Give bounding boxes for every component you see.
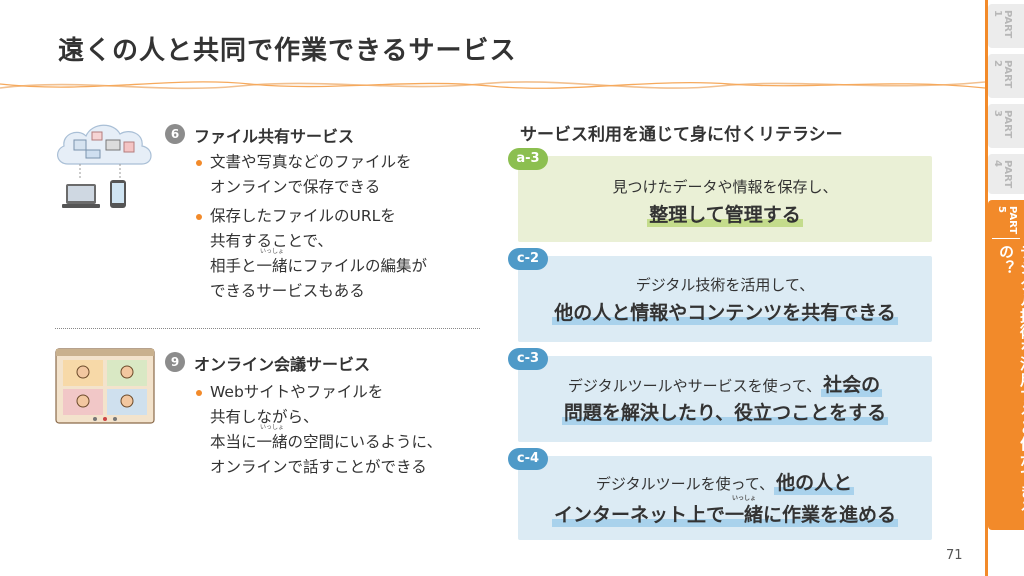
service-number-badge: 6 xyxy=(165,124,185,144)
ruby-text: いっしょ xyxy=(731,495,756,502)
bullet-line: オンラインで保存できる xyxy=(210,178,381,196)
bullet-item: 保存したファイルのURLを 共有することで、 相手と一緒 いっしょにファイルの編集… xyxy=(194,204,427,304)
part-tab-label: PART 2 xyxy=(992,60,1013,89)
highlight-text: インターネット上で一緒 いっしょに作業を進める xyxy=(551,496,899,527)
ruby-text: いっしょ xyxy=(260,424,285,431)
bullet-line: にファイルの編集が xyxy=(287,257,428,275)
card-emphasis-line: 他の人と情報やコンテンツを共有できる xyxy=(518,298,932,325)
bullet-line: Webサイトやファイルを xyxy=(210,383,384,401)
literacy-card: a-3 見つけたデータや情報を保存し、 整理して管理する xyxy=(508,148,932,242)
highlight-text: 問題を解決したり、役立つことをする xyxy=(561,402,889,425)
ruby-text: いっしょ xyxy=(260,248,285,255)
part-tab-5-active[interactable]: PART 5 デジタル技術を活用すると何ができるの？ xyxy=(988,200,1024,530)
bullet-line: できるサービスもある xyxy=(210,282,365,300)
literacy-card: c-2 デジタル技術を活用して、 他の人と情報やコンテンツを共有できる xyxy=(508,248,932,342)
card-emphasis-line: 問題を解決したり、役立つことをする xyxy=(518,398,932,425)
card-line: デジタルツールを使って、他の人と xyxy=(518,468,932,495)
ruby-word: 一緒いっしょ xyxy=(724,496,763,527)
bullet-line: オンラインで話すことができる xyxy=(210,458,427,476)
part-subtitle: デジタル技術を活用すると何ができるの？ xyxy=(997,244,1024,516)
video-meeting-illustration xyxy=(55,348,155,424)
highlight-segment: インターネット上で xyxy=(553,504,725,526)
literacy-tag: a-3 xyxy=(508,148,548,170)
service-title: ファイル共有サービス xyxy=(194,127,355,146)
bullet-item: 文書や写真などのファイルを オンラインで保存できる xyxy=(194,150,427,200)
highlight-text: 整理して管理する xyxy=(647,204,803,227)
part-tab-1[interactable]: PART 1 xyxy=(988,4,1024,48)
literacy-tag: c-2 xyxy=(508,248,548,270)
service-title: オンライン会議サービス xyxy=(194,355,371,374)
highlight-text: 他の人と xyxy=(774,472,855,495)
ruby-word: 一緒いっしょ xyxy=(256,249,288,276)
page-title: 遠くの人と共同で作業できるサービス xyxy=(58,36,517,66)
part-tab-label: PART 1 xyxy=(992,10,1013,39)
bullet-line: 共有することで、 xyxy=(210,232,333,250)
bullet-line: 保存したファイルのURLを xyxy=(210,207,396,225)
service-bullet-list: 文書や写真などのファイルを オンラインで保存できる 保存したファイルのURLを … xyxy=(194,150,427,308)
literacy-tag: c-4 xyxy=(508,448,548,470)
service-bullet-list: Webサイトやファイルを 共有しながら、 本当に一緒 いっしょの空間にいるように、… xyxy=(194,380,442,484)
section-divider xyxy=(55,328,480,329)
card-line: 見つけたデータや情報を保存し、 xyxy=(612,178,838,196)
decorative-wave xyxy=(0,81,985,90)
page-number: 71 xyxy=(946,548,963,563)
ruby-base: 一緒 xyxy=(724,504,763,526)
cloud-sharing-illustration xyxy=(57,124,152,208)
literacy-card: c-4 デジタルツールを使って、他の人と インターネット上で一緒 いっしょに作業を… xyxy=(508,448,932,540)
card-line: デジタル技術を活用して、 xyxy=(635,276,815,294)
literacy-card: c-3 デジタルツールやサービスを使って、社会の 問題を解決したり、役立つことを… xyxy=(508,348,932,442)
ruby-base: 一緒 xyxy=(256,257,288,275)
bullet-line: 相手と xyxy=(210,257,257,275)
part-tab-3[interactable]: PART 3 xyxy=(988,104,1024,148)
part-tab-label: PART 5 xyxy=(996,206,1018,235)
card-line-plain: デジタルツールを使って、 xyxy=(595,475,775,493)
literacy-heading: サービス利用を通じて身に付くリテラシー xyxy=(520,125,843,145)
part-tab-label: PART 4 xyxy=(992,160,1013,189)
literacy-tag: c-3 xyxy=(508,348,548,370)
bullet-item: Webサイトやファイルを 共有しながら、 本当に一緒 いっしょの空間にいるように、… xyxy=(194,380,442,480)
sidebar-accent-line xyxy=(985,0,988,576)
service-number-badge: 9 xyxy=(165,352,185,372)
card-emphasis-line: インターネット上で一緒 いっしょに作業を進める xyxy=(518,496,932,527)
ruby-base: 一緒 xyxy=(256,433,288,451)
highlight-text: 社会の xyxy=(821,374,883,397)
part-tab-label: PART 3 xyxy=(992,110,1013,139)
bullet-line: の空間にいるように、 xyxy=(287,433,443,451)
part-tab-2[interactable]: PART 2 xyxy=(988,54,1024,98)
highlight-segment: に作業を進める xyxy=(763,504,897,526)
part-tab-4[interactable]: PART 4 xyxy=(988,154,1024,194)
highlight-text: 他の人と情報やコンテンツを共有できる xyxy=(552,302,898,325)
card-line-plain: デジタルツールやサービスを使って、 xyxy=(567,377,822,395)
bullet-line: 文書や写真などのファイルを xyxy=(210,153,412,171)
bullet-line: 本当に xyxy=(210,433,257,451)
card-line: デジタルツールやサービスを使って、社会の xyxy=(518,370,932,397)
part-tab-divider xyxy=(992,238,1020,239)
bullet-line: 共有しながら、 xyxy=(210,408,319,426)
card-emphasis-line: 整理して管理する xyxy=(518,200,932,227)
ruby-word: 一緒いっしょ xyxy=(256,425,288,452)
